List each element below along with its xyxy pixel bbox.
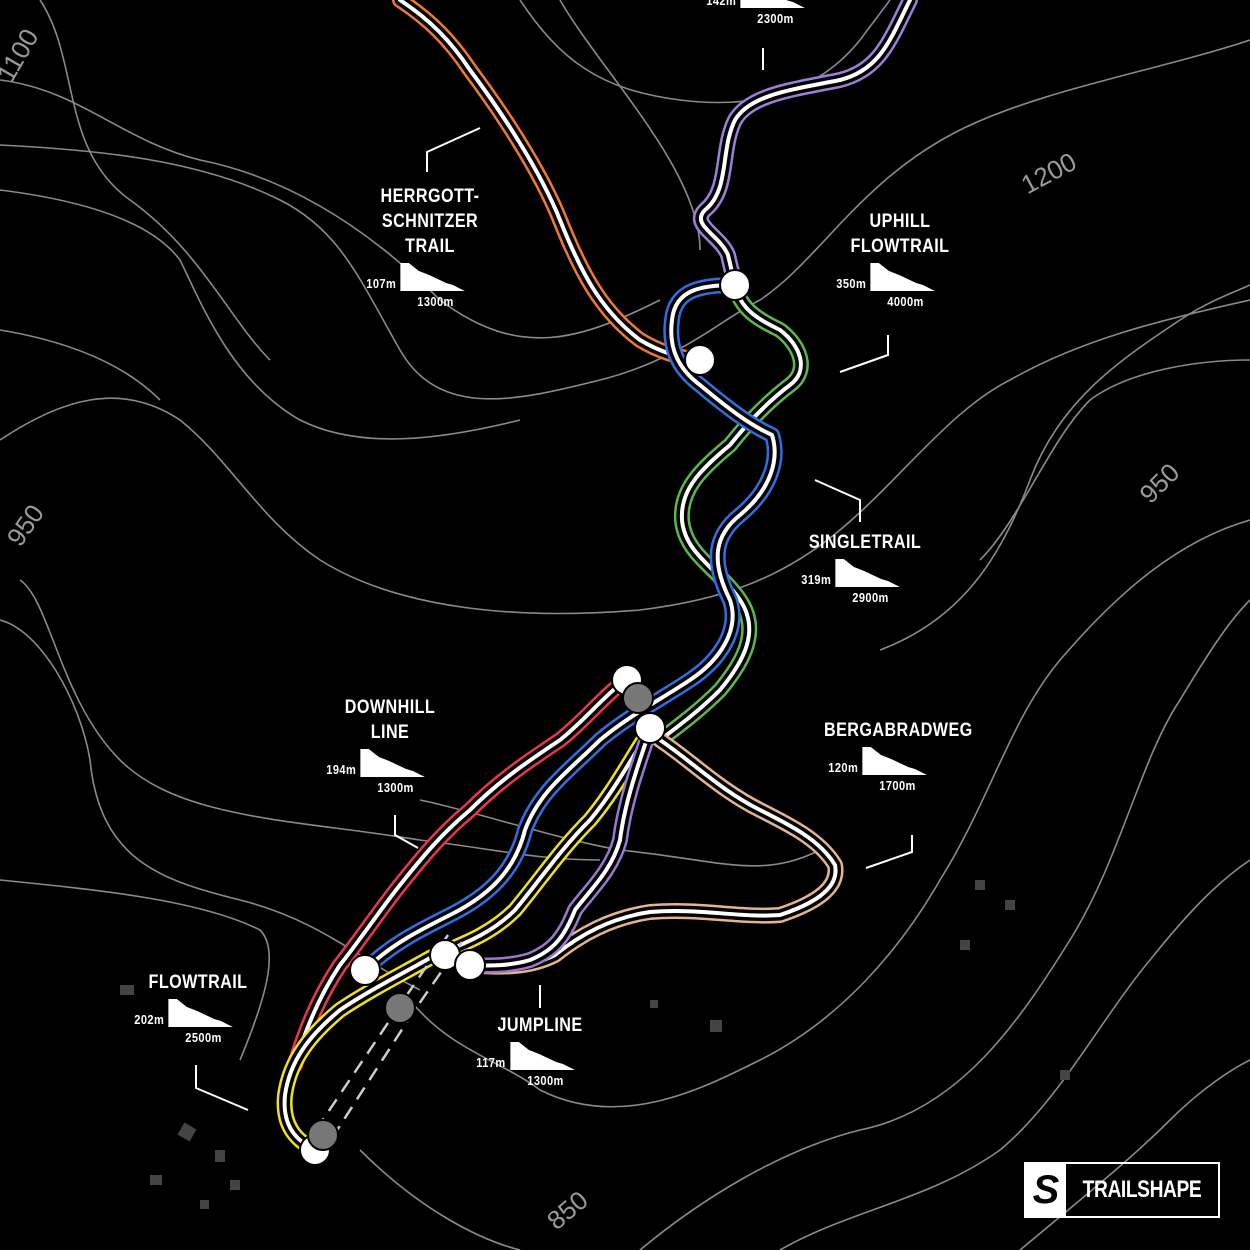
trail-length: 1300m: [417, 294, 454, 309]
trail-centerline: [468, 728, 652, 968]
trailhead-marker[interactable]: [454, 949, 486, 981]
trail-length: 1300m: [377, 780, 414, 795]
trail-singletrail[interactable]: [357, 277, 783, 978]
trail-centerline: [293, 678, 627, 1067]
elevation-profile: 117m 1300m: [476, 1042, 604, 1088]
elevation-profile: 120m 1700m: [828, 747, 956, 793]
trail-unnamed[interactable]: [693, 0, 918, 293]
trail-name: HERRGOTT- SCHNITZER TRAIL: [380, 186, 480, 257]
trail-ascent: 319m: [801, 572, 832, 587]
trail-name: UPHILL FLOWTRAIL: [850, 211, 950, 257]
trail-length: 1300m: [527, 1073, 564, 1088]
trail-label[interactable]: 142m 2300m: [702, 0, 838, 26]
trail-ascent: 142m: [706, 0, 737, 8]
trail-centerline: [658, 283, 803, 742]
trail-label[interactable]: FLOWTRAIL 202m 2500m: [130, 970, 266, 1045]
trail-name: SINGLETRAIL: [808, 532, 922, 553]
label-leader-lines: [195, 48, 913, 1111]
elevation-profile-icon: [740, 0, 805, 8]
trail-length: 2900m: [852, 590, 889, 605]
elevation-profile: 350m 4000m: [836, 263, 964, 309]
trail-centerline: [398, 0, 702, 362]
lift-station-marker[interactable]: [307, 1119, 339, 1151]
trail-label[interactable]: DOWNHILL LINE 194m 1300m: [322, 695, 458, 795]
trail-label[interactable]: HERRGOTT- SCHNITZER TRAIL 107m 1300m: [362, 184, 498, 309]
trail-nodes: [299, 269, 751, 1166]
elevation-profile-icon: [360, 749, 425, 777]
trail-label[interactable]: BERGABRADWEG 120m 1700m: [824, 718, 973, 793]
elevation-profile-icon: [510, 1042, 575, 1070]
trail-ascent: 120m: [828, 760, 859, 775]
trail-ascent: 107m: [366, 276, 397, 291]
trail-length: 4000m: [887, 294, 924, 309]
trail-centerline: [698, 0, 912, 287]
elevation-profile: 142m 2300m: [706, 0, 834, 26]
trail-length: 2300m: [757, 11, 794, 26]
trailhead-marker[interactable]: [349, 954, 381, 986]
logo-wordmark: TRAILSHAPE: [1082, 1176, 1202, 1203]
trail-length: 1700m: [879, 778, 916, 793]
elevation-profile-icon: [862, 747, 927, 775]
trail-centerline: [468, 738, 838, 969]
trail-ascent: 194m: [326, 762, 357, 777]
elevation-profile: 107m 1300m: [366, 263, 494, 309]
logo-mark: S: [1026, 1164, 1066, 1216]
trail-ascent: 117m: [476, 1055, 506, 1070]
trail-flowtrail[interactable]: [276, 722, 658, 1158]
trailhead-marker[interactable]: [684, 344, 716, 376]
elevation-profile-icon: [400, 263, 465, 291]
trail-label[interactable]: SINGLETRAIL 319m 2900m: [797, 530, 933, 605]
trail-name: BERGABRADWEG: [824, 720, 973, 741]
trailshape-logo: S TRAILSHAPE: [1024, 1162, 1220, 1218]
elevation-profile: 202m 2500m: [134, 999, 262, 1045]
lift-station-marker[interactable]: [384, 992, 416, 1024]
trail-label[interactable]: JUMPLINE 117m 1300m: [472, 1013, 608, 1088]
buildings: [120, 880, 1070, 1209]
lift-station-marker[interactable]: [622, 682, 654, 714]
trail-downhill-line[interactable]: [287, 672, 633, 1073]
trail-label[interactable]: UPHILL FLOWTRAIL 350m 4000m: [832, 209, 968, 309]
trail-centerline: [282, 728, 652, 1152]
trail-ascent: 350m: [836, 276, 867, 291]
trail-length: 2500m: [185, 1030, 222, 1045]
trail-ascent: 202m: [134, 1012, 165, 1027]
trailhead-marker[interactable]: [719, 269, 751, 301]
trailhead-marker[interactable]: [634, 712, 666, 744]
trail-jumpline[interactable]: [462, 722, 658, 974]
trail-name: FLOWTRAIL: [148, 972, 248, 993]
elevation-profile-icon: [870, 263, 935, 291]
trail-herrgott-schnitzer-trail[interactable]: [392, 0, 708, 368]
trail-bergabradweg[interactable]: [462, 732, 844, 975]
elevation-profile: 319m 2900m: [801, 559, 929, 605]
trail-name: DOWNHILL LINE: [344, 697, 436, 743]
trail-uphill-flowtrail[interactable]: [652, 277, 809, 748]
trail-centerline: [363, 283, 777, 972]
elevation-profile: 194m 1300m: [326, 749, 454, 795]
trail-name: JUMPLINE: [497, 1015, 583, 1036]
elevation-profile-icon: [168, 999, 233, 1027]
elevation-profile-icon: [835, 559, 900, 587]
